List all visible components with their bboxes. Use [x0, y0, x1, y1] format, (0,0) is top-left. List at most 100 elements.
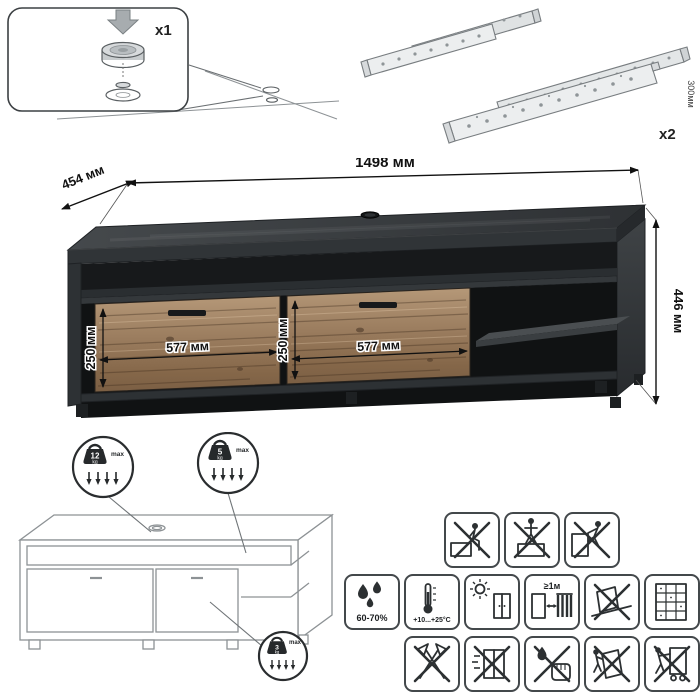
shelving-unit-icon	[655, 583, 687, 621]
right-shelf-top	[476, 316, 630, 341]
no-climb-icon	[571, 521, 611, 559]
no-stand-on-top-icon	[513, 518, 551, 559]
svg-text:577 мм: 577 мм	[166, 339, 209, 355]
tv-stand-drawing: 1498 мм 454 мм 446 мм 250 мм 577 мм	[58, 158, 688, 418]
tile-no-drag	[464, 636, 520, 692]
temperature-icon: +10...+25°С	[413, 583, 451, 624]
svg-text:kg: kg	[275, 649, 280, 654]
svg-text:5: 5	[218, 448, 223, 457]
load-limit-drawing: 12 kg max 5 kg max	[18, 432, 334, 682]
no-sit-on-edge-icon	[450, 521, 491, 559]
leader-line	[108, 496, 152, 533]
slide-length-label: 300мм	[686, 80, 695, 107]
tile-shelving-unit	[644, 574, 700, 630]
tile-no-direct-sunlight	[464, 574, 520, 630]
cabinet-outline	[18, 513, 334, 650]
load-arrows-down	[211, 468, 244, 481]
svg-text:577 мм: 577 мм	[357, 338, 400, 354]
max-label: max	[289, 640, 302, 646]
tile-no-sharp-tools	[404, 636, 460, 692]
dimension-drawer-right-height: 250 мм	[275, 300, 299, 380]
cabinet-body	[66, 204, 647, 418]
max-label: max	[111, 451, 124, 458]
furniture-glide-icon	[101, 41, 145, 102]
leader-line	[227, 492, 247, 554]
svg-text:3: 3	[275, 644, 279, 651]
svg-text:kg: kg	[217, 455, 223, 461]
load-callout-drawer: 3 kg max	[257, 630, 309, 682]
dimension-width: 1498 мм	[99, 158, 644, 225]
legs	[76, 374, 643, 417]
weight-icon: 3 kg	[267, 636, 287, 654]
niche-outline	[26, 545, 292, 566]
tile-keep-1m-from-heat: ≥1м	[524, 574, 580, 630]
care-icon-grid: 60-70% +10...+25°С	[340, 512, 700, 698]
dimension-drawer-left-height: 250 мм	[83, 308, 107, 388]
slides-qty-label: x2	[659, 126, 676, 143]
svg-text:300мм: 300мм	[686, 80, 695, 107]
tile-no-stand-on-top	[504, 512, 560, 568]
svg-text:454 мм: 454 мм	[59, 162, 106, 193]
foot-qty-label: x1	[155, 22, 172, 39]
svg-text:1498 мм: 1498 мм	[355, 158, 415, 171]
svg-text:250 мм: 250 мм	[84, 327, 98, 370]
heat-distance-label: ≥1м	[544, 581, 561, 591]
no-sharp-tools-icon	[413, 643, 451, 683]
dimension-drawer-right-width: 577 мм	[291, 337, 468, 363]
drawer-right-outline	[155, 568, 239, 633]
weight-icon: 5 kg	[208, 439, 232, 461]
callout-box	[7, 7, 189, 112]
open-niche	[81, 242, 617, 298]
corner-edge-line	[56, 100, 340, 120]
humidity-label: 60-70%	[356, 613, 387, 623]
tile-no-uneven-floor	[584, 574, 640, 630]
svg-text:12: 12	[91, 452, 100, 461]
foot-position-mark	[262, 86, 280, 94]
load-arrows-down	[269, 660, 296, 670]
load-callout-top: 12 kg max	[71, 435, 135, 499]
svg-text:250 мм: 250 мм	[276, 319, 290, 362]
load-arrows-down	[86, 472, 119, 485]
weight-icon: 12 kg	[83, 443, 107, 465]
tile-temperature: +10...+25°С	[404, 574, 460, 630]
leader-line	[209, 601, 263, 647]
foot-position-mark	[265, 97, 279, 103]
left-side-panel	[67, 262, 82, 407]
no-drag-icon	[472, 645, 511, 683]
drawer-right	[286, 287, 471, 385]
tile-humidity: 60-70%	[344, 574, 400, 630]
no-push-tilt-icon	[593, 645, 631, 683]
insert-direction-arrow-icon	[106, 9, 140, 35]
right-shelf-edge	[476, 324, 617, 347]
no-direct-sunlight-icon	[470, 579, 511, 619]
tile-no-moisture	[524, 636, 580, 692]
leader-line	[188, 64, 262, 89]
corner-edge-line	[204, 70, 338, 120]
svg-text:446 мм: 446 мм	[671, 289, 686, 334]
drawer-slide-icon	[360, 8, 542, 78]
tile-no-climb	[564, 512, 620, 568]
max-label: max	[236, 447, 249, 454]
drawer-handle	[359, 302, 397, 308]
svg-text:kg: kg	[92, 459, 98, 465]
leader-line	[177, 95, 264, 111]
drawer-handle	[168, 310, 206, 316]
drawer-slide-icon	[442, 46, 691, 144]
dimension-depth: 454 мм	[58, 160, 135, 210]
load-callout-shelf: 5 kg max	[196, 432, 260, 495]
drawer-left-outline	[26, 568, 154, 633]
keep-distance-from-heat-icon: ≥1м	[531, 581, 573, 619]
humidity-icon: 60-70%	[356, 581, 388, 623]
no-move-loaded-icon	[653, 645, 691, 683]
temperature-label: +10...+25°С	[413, 616, 450, 624]
tile-no-push-tilt	[584, 636, 640, 692]
foot-callout-drawing: x1	[7, 7, 340, 120]
top-panel-side-edge	[617, 205, 645, 242]
tile-no-move-loaded	[644, 636, 700, 692]
tile-no-sit-on-edge	[444, 512, 500, 568]
drawer-slides-drawing: x2 300мм	[360, 8, 695, 144]
right-side-panel	[616, 217, 646, 398]
no-uneven-floor-icon	[591, 583, 632, 621]
no-moisture-icon	[533, 645, 571, 683]
